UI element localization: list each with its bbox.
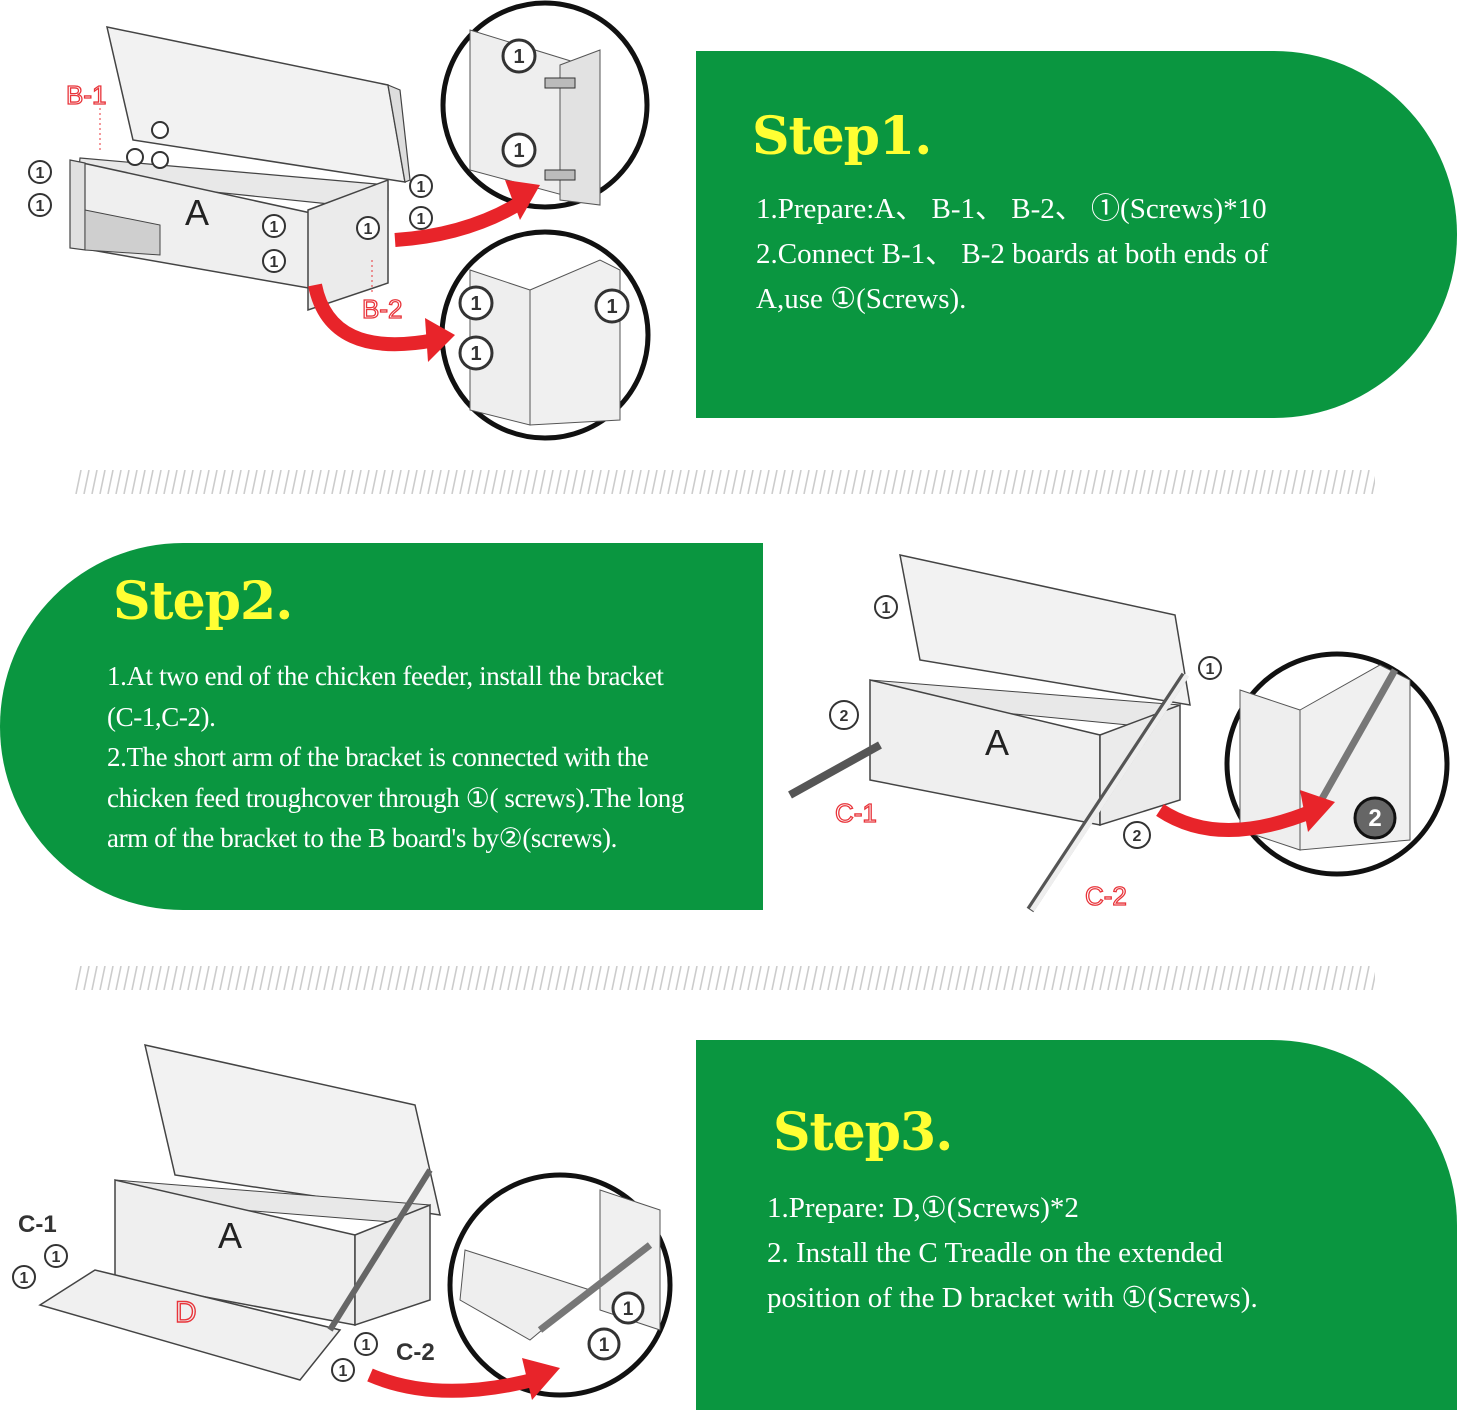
separator-1: [75, 470, 1375, 494]
svg-text:1: 1: [417, 211, 426, 228]
step3-figure-label-d: D: [175, 1296, 197, 1329]
svg-text:1: 1: [882, 600, 891, 617]
step3-line-2: 2. Install the C Treadle on the extended: [767, 1237, 1223, 1269]
svg-text:1: 1: [270, 254, 279, 271]
step2-line-4: chicken feed troughcover through ①( scre…: [107, 782, 684, 813]
svg-text:1: 1: [270, 219, 279, 236]
step2-line-3: 2.The short arm of the bracket is connec…: [107, 742, 649, 772]
step1-zoom-detail-top: 1 1: [440, 0, 650, 210]
svg-text:1: 1: [1206, 661, 1215, 678]
svg-text:1: 1: [36, 165, 45, 182]
step1-panel: Step1. 1.Prepare:A、 B-1、 B-2、 ①(Screws)*…: [696, 51, 1457, 418]
step1-title: Step1.: [752, 106, 932, 167]
step3-figure: A D C-1 C-2 1 1 1 1 1 1: [12, 1044, 673, 1400]
step3-panel: Step3. 1.Prepare: D,①(Screws)*2 2. Insta…: [696, 1040, 1457, 1410]
step2-figure: A C-1 C-2 1 1 2 2 2: [788, 554, 1450, 913]
step1-figure-label-b1: B-1: [66, 80, 106, 110]
step1-line-2: 2.Connect B-1、 B-2 boards at both ends o…: [756, 238, 1269, 270]
step2-line-5: arm of the bracket to the B board's by②(…: [107, 823, 617, 853]
step1-zoom-detail-bottom: 1 1 1: [439, 229, 651, 441]
step2-figure-label-c1: C-1: [835, 798, 877, 828]
svg-text:1: 1: [417, 179, 426, 196]
svg-text:1: 1: [606, 296, 617, 318]
step3-figure-label-c2: C-2: [396, 1339, 435, 1366]
step2-line-2: (C-1,C-2).: [107, 701, 216, 732]
step3-instructions: 1.Prepare: D,①(Screws)*2 2. Install the …: [767, 1186, 1258, 1321]
step2-figure-label-a: A: [985, 722, 1009, 763]
svg-text:1: 1: [20, 1270, 29, 1287]
svg-text:1: 1: [339, 1363, 348, 1380]
step1-line-3: A,use ①(Screws).: [756, 283, 967, 315]
step2-panel: Step2. 1.At two end of the chicken feede…: [0, 543, 763, 910]
step2-instructions: 1.At two end of the chicken feeder, inst…: [107, 656, 684, 859]
step1-figure: A B-1 B-2 1 1 1 1 1 1 1 1 1 1 1 1: [28, 0, 651, 441]
step3-line-1: 1.Prepare: D,①(Screws)*2: [767, 1192, 1079, 1224]
svg-text:2: 2: [1133, 828, 1142, 845]
svg-text:1: 1: [362, 1337, 371, 1354]
step2-line-1: 1.At two end of the chicken feeder, inst…: [107, 661, 664, 691]
step3-figure-label-a: A: [218, 1215, 242, 1256]
separator-2: [75, 966, 1375, 990]
step3-figure-label-c1: C-1: [18, 1211, 57, 1238]
svg-text:2: 2: [1368, 805, 1381, 832]
step2-figure-label-c2: C-2: [1085, 881, 1127, 911]
svg-text:2: 2: [840, 708, 849, 725]
svg-text:1: 1: [52, 1249, 61, 1266]
step1-figure-label-a: A: [185, 192, 209, 233]
step3-title: Step3.: [773, 1102, 953, 1163]
step3-line-3: position of the D bracket with ①(Screws)…: [767, 1282, 1258, 1314]
step1-screw-badges: 1 1 1 1 1 1 1: [28, 121, 433, 273]
svg-text:1: 1: [599, 1335, 610, 1356]
step2-zoom-detail: 2: [1224, 651, 1450, 877]
step2-title: Step2.: [113, 571, 293, 632]
svg-text:1: 1: [513, 46, 524, 68]
svg-text:1: 1: [470, 343, 481, 365]
svg-text:1: 1: [623, 1299, 634, 1320]
step1-instructions: 1.Prepare:A、 B-1、 B-2、 ①(Screws)*10 2.Co…: [756, 187, 1268, 322]
svg-text:1: 1: [513, 140, 524, 162]
svg-text:1: 1: [364, 221, 373, 238]
step1-figure-label-b2: B-2: [362, 294, 402, 324]
svg-text:1: 1: [36, 198, 45, 215]
step1-line-1: 1.Prepare:A、 B-1、 B-2、 ①(Screws)*10: [756, 193, 1267, 225]
step3-zoom-detail: 1 1: [447, 1172, 673, 1398]
svg-text:1: 1: [470, 293, 481, 315]
